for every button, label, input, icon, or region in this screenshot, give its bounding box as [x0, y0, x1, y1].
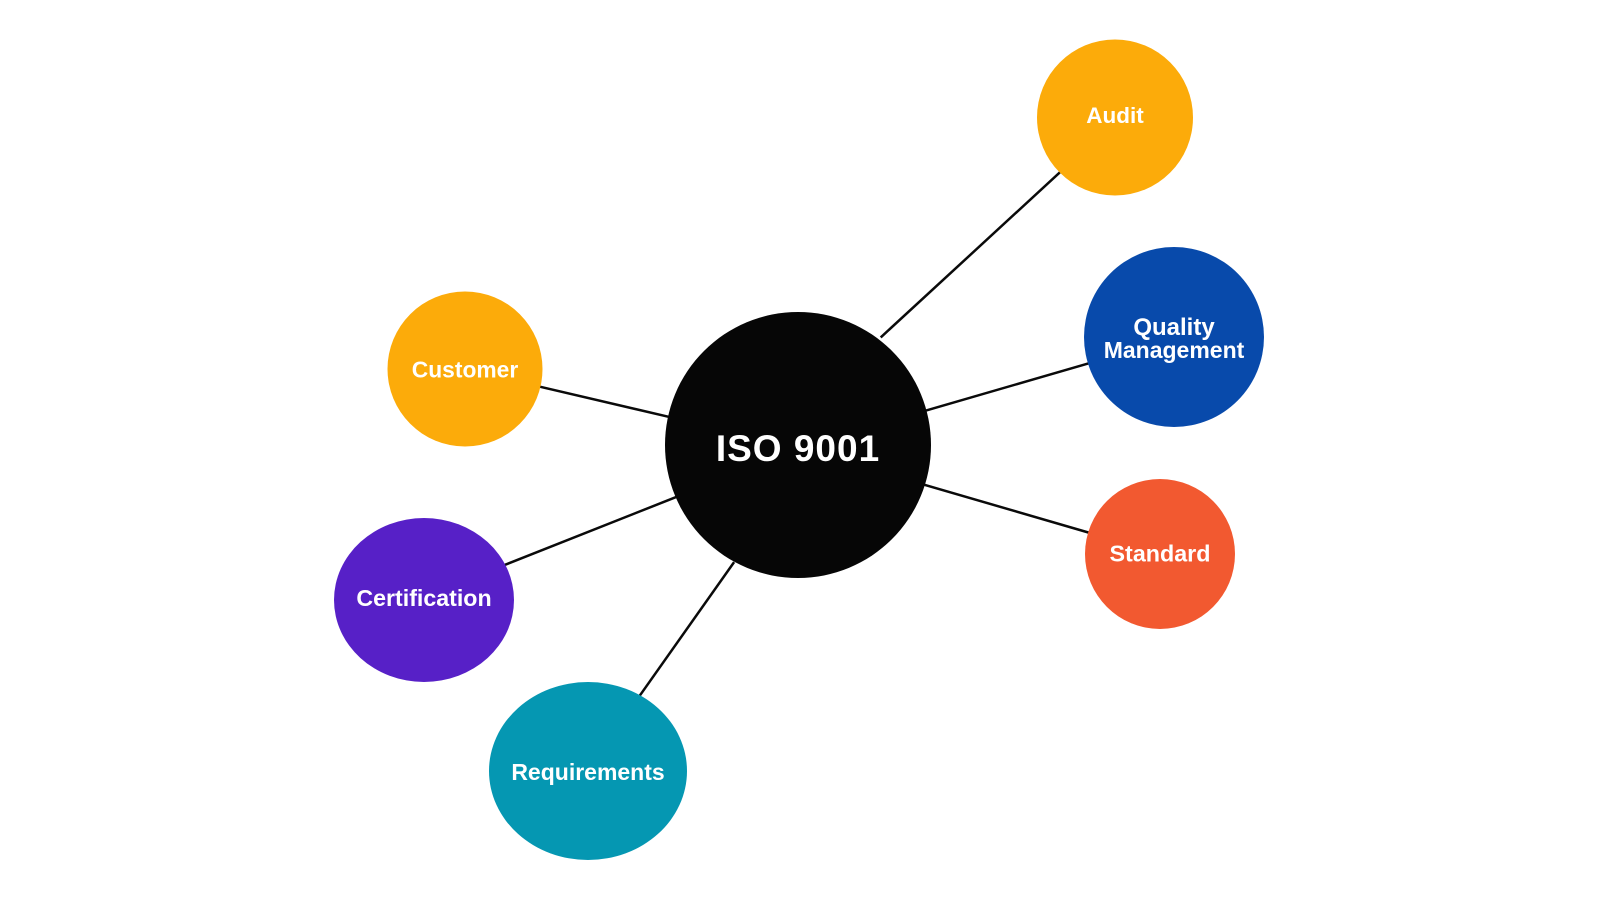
svg-text:ISO 9001: ISO 9001: [716, 428, 880, 469]
svg-text:Audit: Audit: [1086, 103, 1144, 128]
svg-text:Customer: Customer: [412, 357, 519, 383]
svg-text:Standard: Standard: [1110, 541, 1211, 567]
svg-text:Quality: Quality: [1133, 314, 1215, 341]
svg-text:Certification: Certification: [356, 585, 491, 611]
svg-text:Requirements: Requirements: [511, 759, 664, 785]
svg-text:Management: Management: [1104, 337, 1245, 363]
